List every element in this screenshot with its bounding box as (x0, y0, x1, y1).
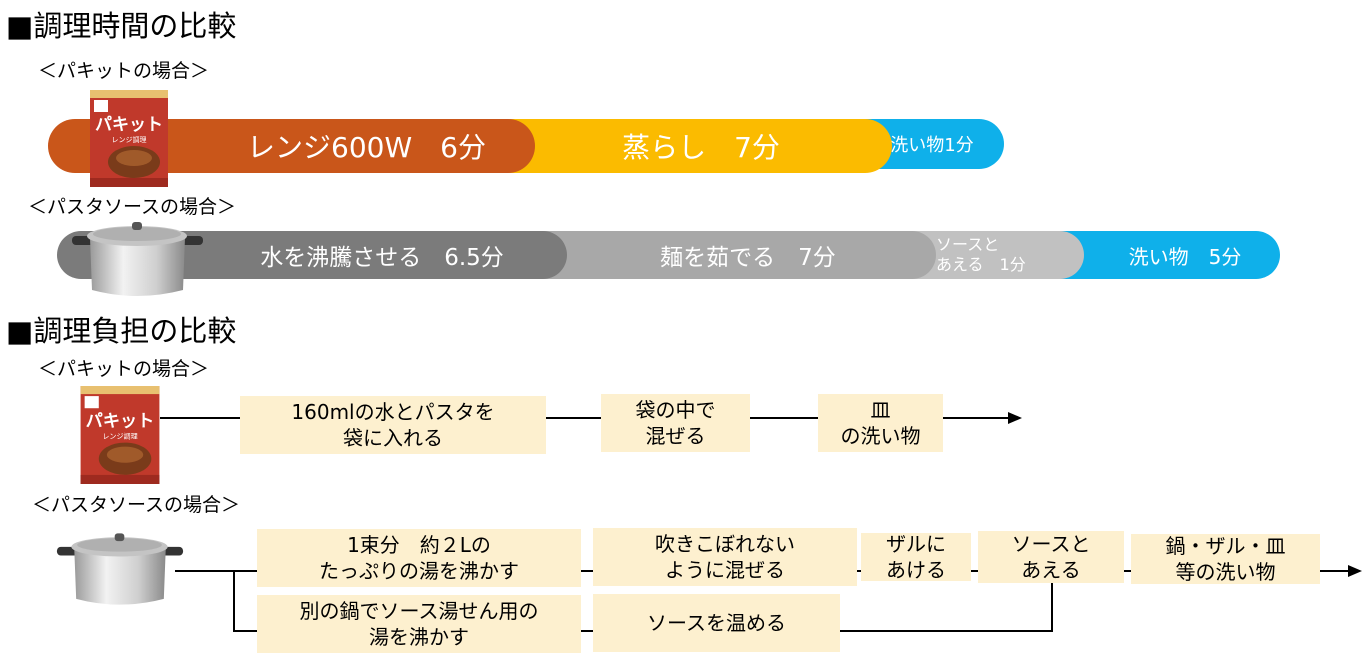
pasta-sub-step-2: ソースを温める (593, 594, 840, 652)
microwave-bar-label: レンジ600W 6分 (247, 131, 486, 164)
mix-bar-label-2: あえる 1分 (936, 255, 1026, 274)
section1-paket-heading: ＜パキットの場合＞ (38, 60, 210, 82)
paket-brand-logo-2: パキット (86, 410, 155, 430)
paket-flow-line (160, 417, 1010, 419)
section1-title: ■調理時間の比較 (6, 9, 237, 43)
boil-noodle-bar-label: 麺を茹でる 7分 (660, 245, 836, 271)
section2-pasta-heading: ＜パスタソースの場合＞ (32, 494, 241, 516)
paket-sub-logo-2: レンジ調理 (102, 432, 137, 441)
pot-image (70, 218, 205, 300)
pasta-step-4: ソースと あえる (978, 531, 1124, 583)
pasta-flow-arrowhead (1348, 565, 1362, 577)
section2-paket-heading: ＜パキットの場合＞ (38, 358, 210, 380)
paket-flow-arrowhead (1008, 412, 1022, 424)
paket-sub-logo: レンジ調理 (112, 135, 147, 144)
section1-pasta-heading: ＜パスタソースの場合＞ (28, 196, 237, 218)
pasta-step-2: 吹きこぼれない ように混ぜる (593, 528, 857, 586)
pasta-step-1: 1束分 約２Lの たっぷりの湯を沸かす (257, 529, 581, 587)
pasta-sub-step-1: 別の鍋でソース湯せん用の 湯を沸かす (257, 595, 581, 653)
paket-step-2: 袋の中で 混ぜる (601, 394, 750, 452)
boil-noodle-bar: 麺を茹でる 7分 (520, 231, 936, 279)
wash-bar-label: 洗い物1分 (890, 135, 974, 156)
pasta-step-3: ザルに あける (861, 532, 971, 582)
boil-water-bar-label: 水を沸騰させる 6.5分 (260, 245, 504, 271)
pasta-step-5: 鍋・ザル・皿 等の洗い物 (1131, 534, 1320, 584)
steam-bar-label: 蒸らし 7分 (622, 131, 780, 164)
pasta-wash-bar-label: 洗い物 5分 (1128, 244, 1242, 269)
paket-step-1: 160mlの水とパスタを 袋に入れる (240, 396, 546, 454)
mix-bar-label-1: ソースと (936, 235, 1000, 254)
pasta-branch-down (233, 570, 235, 632)
paket-step-3: 皿 の洗い物 (818, 394, 943, 452)
pot-image-2 (55, 528, 185, 610)
paket-brand-logo: パキット (95, 115, 163, 134)
paket-product-image: パキット レンジ調理 (90, 90, 168, 187)
pasta-branch-up (1051, 583, 1053, 632)
paket-product-image-2: パキット レンジ調理 (80, 386, 160, 484)
section2-title: ■調理負担の比較 (6, 314, 237, 348)
